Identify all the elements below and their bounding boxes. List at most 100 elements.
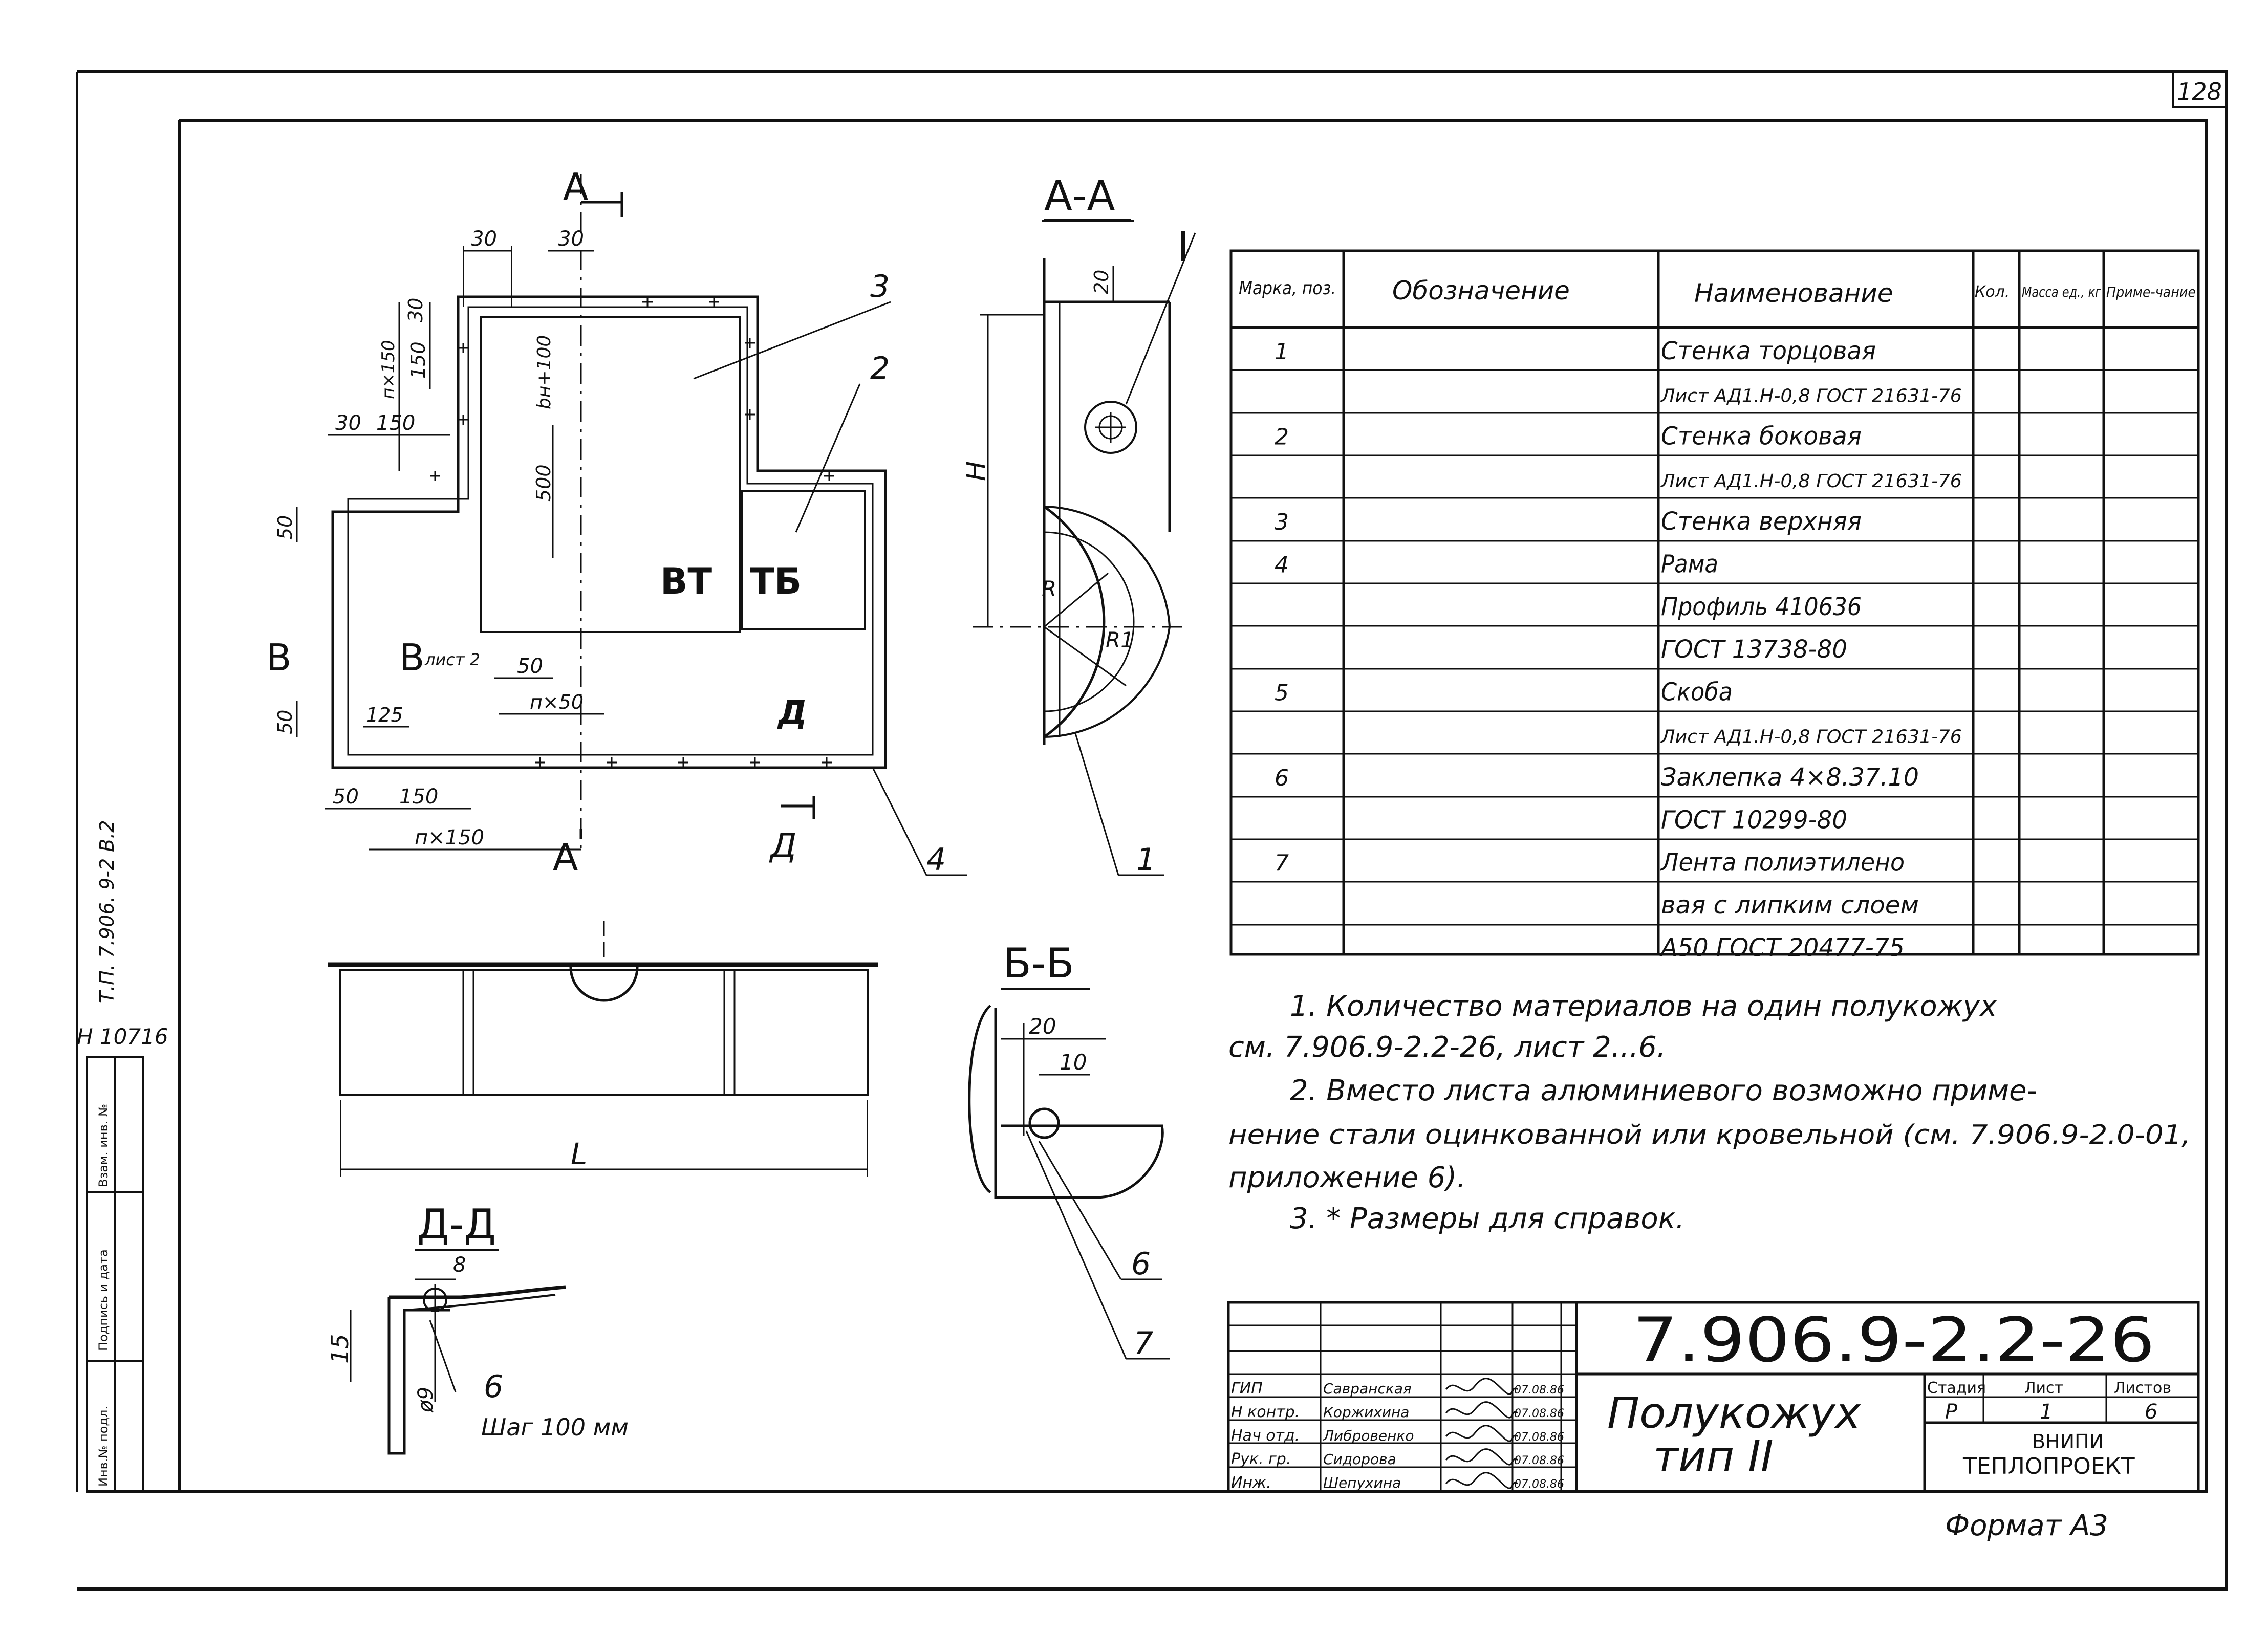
org-line2: ТЕПЛОПРОЕКТ (1962, 1453, 2135, 1479)
note-line-5: приложение 6). (1228, 1161, 1466, 1194)
section-dd-title: Д-Д (417, 1201, 496, 1248)
page-number: 128 (2177, 78, 2222, 105)
staff-role: ГИП (1231, 1380, 1263, 1398)
staff-signature (1445, 1425, 1518, 1442)
spec-row-pos: 1 (1275, 339, 1289, 365)
dim-30-b: 30 (558, 227, 584, 251)
inventory-number: Н 10716 (77, 1024, 168, 1049)
sheet-value: 1 (2040, 1400, 2053, 1424)
staff-name: Сидорова (1323, 1451, 1396, 1468)
section-dd (350, 1278, 566, 1455)
plan-view (296, 174, 967, 876)
aa-dim-r: R (1042, 576, 1056, 601)
bb-pos-6: 6 (1131, 1246, 1151, 1282)
cut-a-label: А (563, 165, 588, 208)
aa-pos-1: 1 (1136, 842, 1156, 878)
spec-row-name: Заклепка 4×8.37.10 (1661, 763, 1919, 792)
staff-date: 07.08.86 (1514, 1478, 1564, 1491)
section-bb-title: Б-Б (1003, 940, 1074, 987)
format-label: Формат А3 (1945, 1509, 2108, 1542)
side-stamp-replace: Взам. инв. № (96, 1104, 111, 1187)
section-aa-title: А-А (1044, 172, 1115, 220)
spec-row-name: Скоба (1661, 678, 1733, 706)
dim-bn100: bн+100 (534, 335, 555, 409)
spec-row-pos: 2 (1275, 424, 1289, 450)
note-line-3: 2. Вместо листа алюминиевого возможно пр… (1290, 1074, 2037, 1107)
section-bb (968, 1005, 1170, 1360)
spec-row-pos: 6 (1275, 765, 1289, 791)
staff-role: Рук. гр. (1231, 1450, 1291, 1468)
spec-row-name: Лист АД1.Н-0,8 ГОСТ 21631-76 (1660, 471, 1962, 492)
section-bb-labels: Б-Б 20 10 6 7 (1001, 940, 1153, 1361)
spec-row-name: Стенка верхняя (1661, 507, 1862, 536)
staff-role: Н контр. (1231, 1403, 1300, 1421)
dim-nx150-left: п×150 (378, 340, 399, 399)
cut-v-label: В (266, 636, 291, 679)
staff-signature (1445, 1472, 1518, 1489)
dim-150-left: 150 (407, 341, 429, 379)
bb-dim-10: 10 (1060, 1050, 1087, 1075)
dim-30-a: 30 (471, 227, 497, 251)
dd-pos-6: 6 (484, 1369, 503, 1405)
sheet-header: Лист (2024, 1379, 2063, 1397)
spec-col-mark: Марка, поз. (1239, 278, 1336, 299)
cut-d-label: Д (769, 826, 797, 865)
dim-30-c: 30 (404, 298, 427, 322)
v-ref-label: В (399, 636, 424, 679)
dim-500: 500 (532, 464, 555, 502)
doc-title-line2: тип II (1653, 1431, 1774, 1482)
staff-role: Инж. (1231, 1474, 1271, 1492)
spec-row-pos: 3 (1275, 509, 1289, 535)
note-line-1: 1. Количество материалов на один полукож… (1290, 990, 1997, 1023)
spec-row-pos: 7 (1275, 851, 1289, 877)
org-line1: ВНИПИ (2032, 1430, 2104, 1453)
spec-row-name: Лист АД1.Н-0,8 ГОСТ 21631-76 (1660, 385, 1962, 406)
sheet-frame (76, 70, 2228, 1591)
section-dd-labels: Д-Д 8 15 ø9 6 Шаг 100 мм (326, 1201, 629, 1441)
dd-dim-9: ø9 (414, 1387, 438, 1413)
marker-tb: ТБ (750, 560, 802, 602)
dim-125: 125 (366, 704, 403, 726)
side-stamp (86, 1056, 144, 1493)
side-dim-l: L (571, 1137, 587, 1171)
spec-row-name: ГОСТ 10299-80 (1661, 805, 1847, 834)
side-stamp-inv: Инв.№ подл. (96, 1406, 111, 1487)
staff-date: 07.08.86 (1514, 1384, 1564, 1397)
spec-col-designation: Обозначение (1392, 276, 1570, 306)
side-code: Т.П. 7.906. 9-2 В.2 (96, 820, 118, 1003)
staff-signature (1445, 1448, 1518, 1466)
pos-2: 2 (870, 351, 890, 386)
staff-date: 07.08.86 (1514, 1407, 1564, 1420)
title-block-grid (1227, 1301, 2200, 1493)
side-stamp-sign: Подпись и дата (96, 1249, 111, 1351)
spec-row-pos: 5 (1275, 680, 1289, 706)
dim-50-top: 50 (274, 515, 296, 540)
notes: 1. Количество материалов на один полукож… (1228, 990, 2191, 1235)
sheets-header: Листов (2114, 1379, 2171, 1397)
spec-row-name: ГОСТ 13738-80 (1661, 635, 1847, 664)
pos-3: 3 (870, 269, 890, 304)
staff-signature (1445, 1378, 1518, 1395)
spec-row-pos: 4 (1275, 552, 1289, 578)
title-block: 7.906.9-2.2-26 Полукожух тип II Стадия Л… (1607, 1305, 2171, 1482)
marker-d: Д (777, 694, 807, 732)
section-aa (973, 219, 1196, 876)
spec-row-name: Лист АД1.Н-0,8 ГОСТ 21631-76 (1660, 727, 1962, 748)
staff-signature (1445, 1401, 1518, 1419)
note-line-4: нение стали оцинкованной или кровельной … (1228, 1120, 2191, 1150)
spec-row-name: Стенка боковая (1661, 422, 1862, 451)
staff-name: Либровенко (1323, 1427, 1414, 1444)
dd-pitch: Шаг 100 мм (481, 1413, 629, 1441)
note-line-2: см. 7.906.9-2.2-26, лист 2...6. (1228, 1031, 1666, 1064)
dim-150-d: 150 (376, 411, 415, 435)
dim-150-bottom: 150 (399, 785, 438, 809)
v-ref-sheet: лист 2 (424, 650, 480, 669)
doc-title-line1: Полукожух (1607, 1388, 1861, 1438)
staff-date: 07.08.86 (1514, 1454, 1564, 1467)
note-line-6: 3. * Размеры для справок. (1290, 1202, 1684, 1235)
side-view (328, 921, 878, 1177)
spec-table-grid (1229, 249, 2200, 956)
